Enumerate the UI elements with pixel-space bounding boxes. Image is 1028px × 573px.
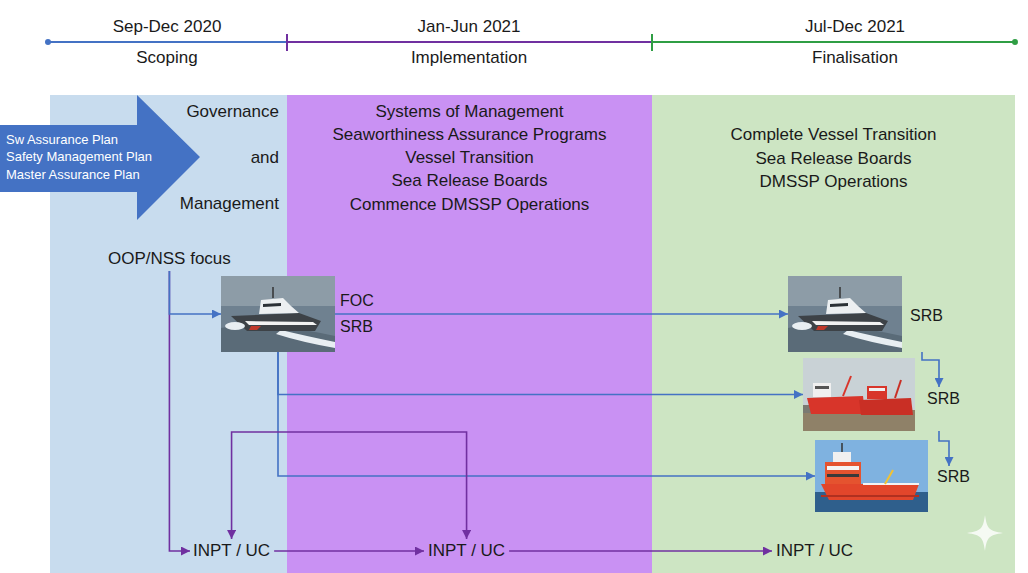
node-text: INPT / UC: [428, 541, 505, 561]
node-text: INPT / UC: [193, 541, 270, 561]
timeline-label: Finalisation: [755, 47, 955, 69]
node-text: FOC: [340, 291, 374, 311]
node-text: SRB: [927, 389, 960, 409]
connector-arrow: [278, 352, 803, 395]
plan-arrow: Sw Assurance PlanSafety Management PlanM…: [0, 95, 200, 220]
connector-arrow: [169, 271, 221, 314]
phase-band: Complete Vessel TransitionSea Release Bo…: [652, 95, 1015, 573]
connector-arrow: [922, 352, 939, 387]
node-text: Systems of Management: [287, 101, 652, 123]
connector-arrow: [274, 550, 424, 552]
timeline-label: Jul-Dec 2021: [755, 16, 955, 38]
vessel-node: SRB: [788, 276, 938, 352]
node-text: INPT / UC: [776, 541, 853, 561]
ship-photo: [221, 276, 335, 352]
connector-arrow: [939, 431, 949, 466]
node-text: OOP/NSS focus: [108, 249, 231, 269]
watermark-sparkle: [967, 515, 1003, 551]
node-text: Sea Release Boards: [287, 170, 652, 192]
vessel-node: SRB: [815, 440, 965, 512]
ship-photo: [815, 440, 928, 512]
arrow-text: Safety Management Plan: [6, 149, 152, 165]
timeline-label: Jan-Jun 2021: [369, 16, 569, 38]
vessel-node: SRB: [803, 358, 955, 431]
node-text: SRB: [910, 306, 943, 326]
node-text: Sea Release Boards: [652, 148, 1015, 170]
node-text: SRB: [340, 317, 373, 337]
connector-arrow: [169, 271, 190, 551]
node-text: Seaworthiness Assurance Programs: [287, 124, 652, 146]
ship-photo: [803, 358, 915, 431]
connector-arrow: [278, 352, 815, 476]
vessel-node: FOCSRB: [221, 276, 335, 352]
timeline-label: Implementation: [369, 47, 569, 69]
focus-label: OOP/NSS focus: [108, 249, 231, 269]
inpt-node: INPT / UC: [193, 541, 270, 561]
connector-arrow: [232, 432, 467, 539]
inpt-node: INPT / UC: [776, 541, 853, 561]
inpt-node: INPT / UC: [428, 541, 505, 561]
node-text: Commence DMSSP Operations: [287, 194, 652, 216]
arrow-text: Sw Assurance Plan: [6, 132, 118, 148]
node-text: Complete Vessel Transition: [652, 124, 1015, 146]
arrow-text: Master Assurance Plan: [6, 167, 140, 183]
connector-arrow: [509, 550, 772, 552]
timeline-label: Sep-Dec 2020: [67, 16, 267, 38]
node-text: Vessel Transition: [287, 147, 652, 169]
connector-arrow: [335, 313, 788, 315]
ship-photo: [788, 276, 902, 352]
node-text: DMSSP Operations: [652, 171, 1015, 193]
timeline-label: Scoping: [67, 47, 267, 69]
node-text: SRB: [937, 467, 970, 487]
